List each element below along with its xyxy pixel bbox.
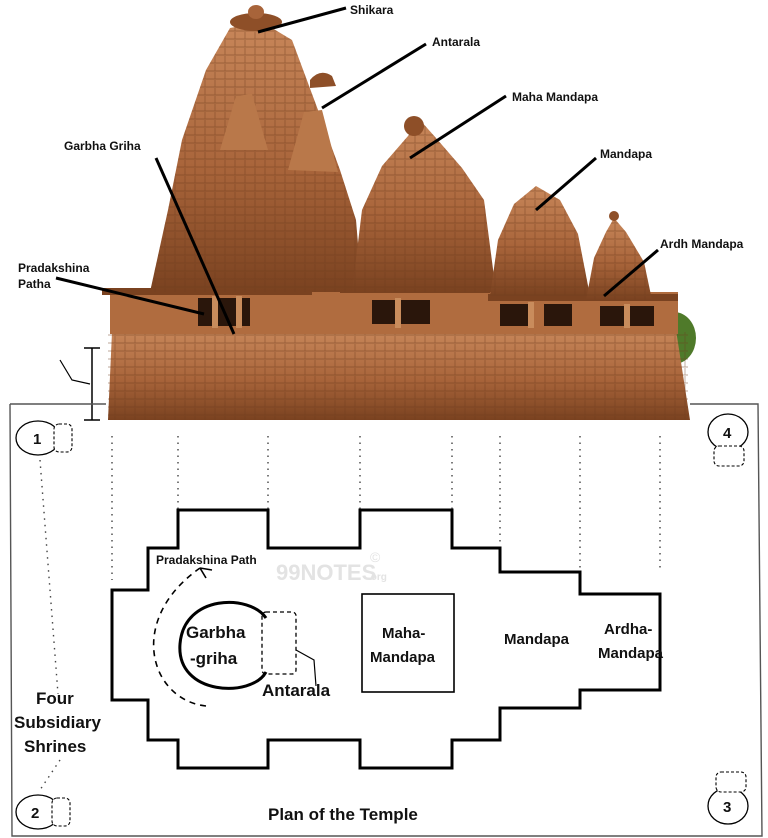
- label-antarala-plan: Antarala: [262, 681, 331, 700]
- label-maha-mandapa: Mandapa: [370, 649, 436, 666]
- watermark-suffix: .org: [368, 572, 387, 583]
- pradakshina-path-arc: [152, 567, 207, 707]
- label-pradakshina-path: Pradakshina Path: [156, 553, 257, 567]
- elevation-labels: Shikara Antarala Maha Mandapa Garbha Gri…: [18, 3, 744, 421]
- temple-plan: 99NOTES .org © Pradakshina Path Garbha -…: [9, 403, 763, 837]
- plan-outline: [110, 508, 662, 770]
- dotted-guides: [39, 436, 661, 791]
- leader-mandapa: [535, 156, 597, 212]
- temple-elevation-illustration: [102, 5, 696, 420]
- plan-frame: [9, 403, 763, 837]
- plan-title: Plan of the Temple: [268, 805, 418, 824]
- label-shrines: Shrines: [24, 737, 86, 756]
- label-griha: -griha: [190, 649, 238, 668]
- leader-pradakshina-patha: [55, 276, 205, 316]
- watermark: 99NOTES: [276, 560, 376, 585]
- shrine-1: 1: [15, 420, 73, 456]
- leader-ardh-mandapa: [603, 248, 659, 298]
- shrine-2: 2: [15, 794, 71, 830]
- label-subsidiary: Subsidiary: [14, 713, 101, 732]
- shrine-number-4: 4: [723, 425, 732, 442]
- leader-shikara: [257, 6, 347, 34]
- label-maha-mandapa: Maha Mandapa: [512, 90, 598, 104]
- label-mandapa-plan: Mandapa: [504, 631, 570, 648]
- maha-mandapa-hall: [361, 593, 455, 693]
- label-ardh-mandapa: Ardh Mandapa: [660, 237, 744, 251]
- antarala-chamber: [261, 611, 297, 675]
- label-pradakshina-patha-line2: Patha: [18, 277, 51, 291]
- leader-garbha-griha: [154, 157, 236, 335]
- shrine-number-1: 1: [33, 431, 41, 448]
- leader-maha-mandapa: [409, 94, 507, 160]
- shrine-3: 3: [707, 771, 749, 825]
- garbha-griha-chamber: [178, 600, 268, 690]
- watermark-mark: ©: [370, 549, 381, 565]
- label-maha: Maha-: [382, 625, 425, 642]
- label-antarala: Antarala: [432, 35, 480, 49]
- label-ardha-mandapa: Mandapa: [598, 645, 664, 662]
- label-mandapa: Mandapa: [600, 147, 652, 161]
- shrine-number-2: 2: [31, 805, 39, 822]
- shikara-amalaka: [230, 13, 282, 31]
- label-shikara: Shikara: [350, 3, 394, 17]
- shrine-number-3: 3: [723, 799, 731, 816]
- label-ardha: Ardha-: [604, 621, 652, 638]
- shrine-4: 4: [707, 413, 749, 467]
- leader-antarala: [321, 42, 427, 110]
- label-four: Four: [36, 689, 74, 708]
- label-garbha: Garbha: [186, 623, 246, 642]
- label-garbha-griha: Garbha Griha: [64, 139, 141, 153]
- label-pradakshina-patha-line1: Pradakshina: [18, 261, 90, 275]
